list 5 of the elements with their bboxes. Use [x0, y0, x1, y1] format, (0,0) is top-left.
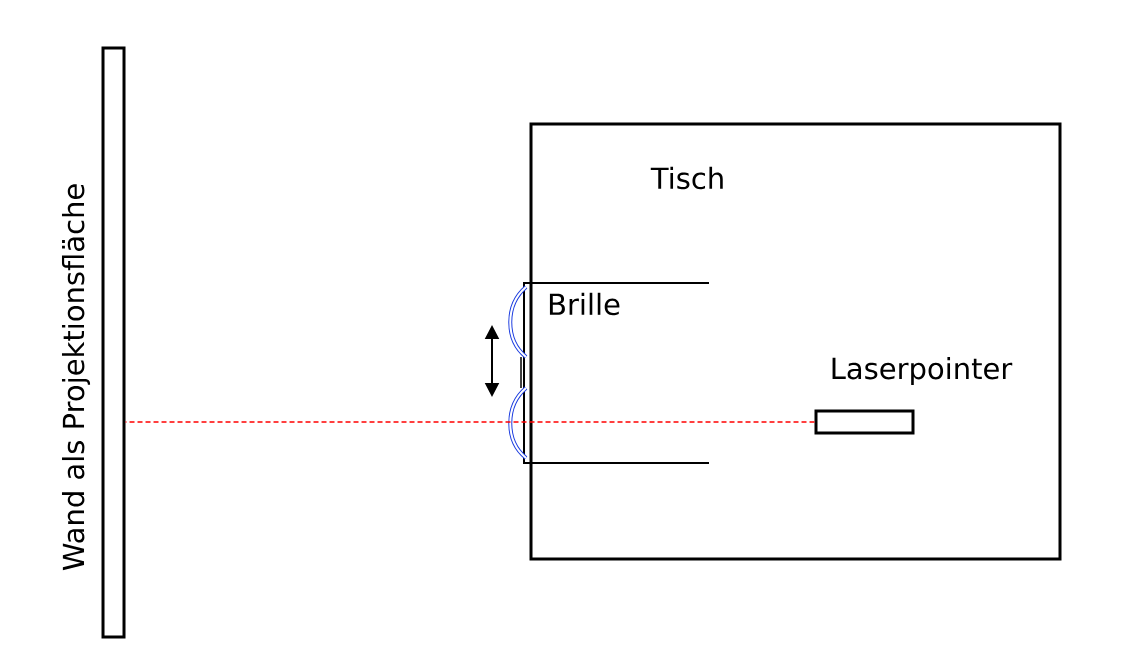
glasses-label: Brille [549, 292, 620, 316]
laser-beam [124, 421, 816, 423]
laser-pointer-label: Laserpointer [832, 356, 1013, 386]
table-label: Tisch [650, 166, 723, 190]
wall-label: Wand als Projektionsfläche [62, 184, 91, 571]
